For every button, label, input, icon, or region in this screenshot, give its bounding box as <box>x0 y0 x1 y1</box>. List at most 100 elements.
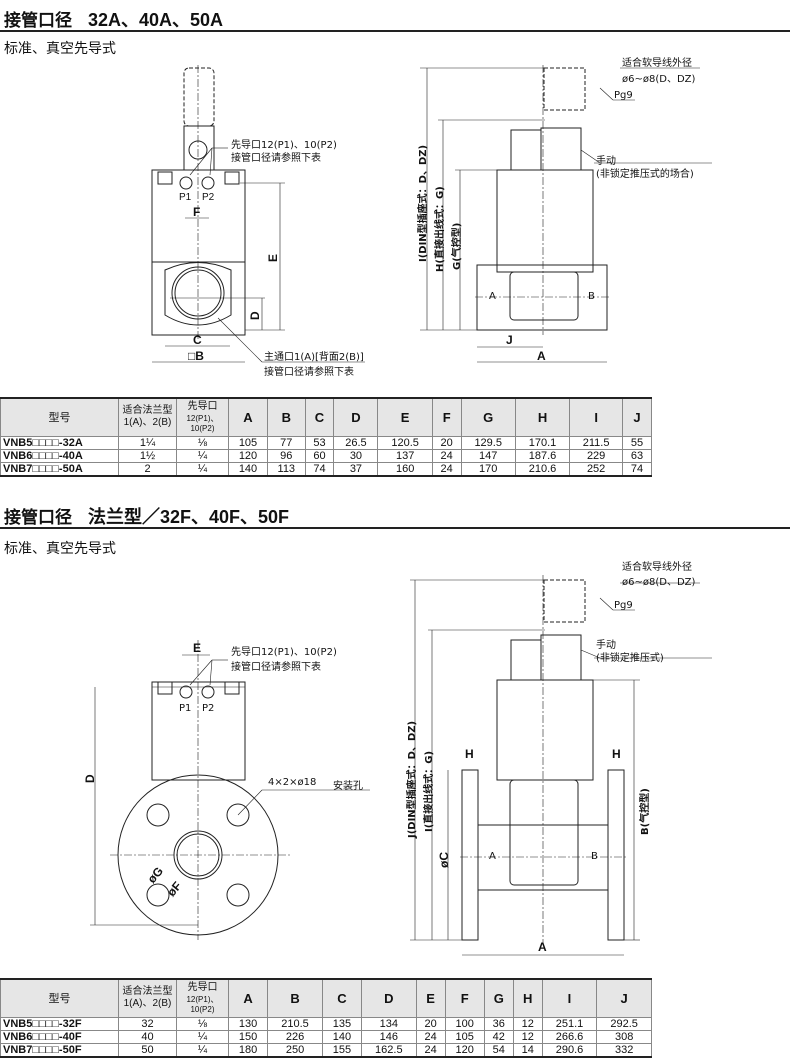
flange-cell: 1½ <box>118 448 177 463</box>
pilot-port-label: 先导口12(P1)、10(P2) <box>231 647 337 658</box>
manual-label: 手动 <box>596 640 616 651</box>
value-cell: 105 <box>228 435 268 450</box>
header-text: 1(A)、2(B) <box>123 417 172 429</box>
header-text: 先导口 <box>187 401 218 413</box>
value-cell: 210.5 <box>267 1016 323 1031</box>
value-cell: 211.5 <box>569 435 624 450</box>
dim-j: J <box>506 333 513 347</box>
divider <box>0 30 790 32</box>
dim-b: B(气控型) <box>640 788 651 835</box>
value-cell: 74 <box>304 461 335 476</box>
dim-h: H(直接出线式：G) <box>435 186 446 272</box>
value-cell: 53 <box>304 435 335 450</box>
title-text: 接管口径 <box>4 508 72 528</box>
col-i: I <box>569 397 624 437</box>
p1-label: P1 <box>179 703 192 714</box>
value-cell: 20 <box>431 435 462 450</box>
p1-label: P1 <box>179 192 192 203</box>
col-e: E <box>377 397 433 437</box>
value-cell: 137 <box>377 448 433 463</box>
value-cell: 63 <box>622 448 652 463</box>
dim-h-right: H <box>612 747 621 761</box>
value-cell: 155 <box>321 1042 363 1057</box>
value-cell: 226 <box>267 1029 323 1044</box>
value-cell: 120 <box>228 448 268 463</box>
model-cell: VNB7□□□□-50A <box>0 461 119 476</box>
title-text: 接管口径 <box>4 11 72 31</box>
col-i: I <box>541 978 598 1018</box>
pilot-cell: ¼ <box>176 1029 229 1044</box>
col-f: F <box>431 397 462 437</box>
col-g: G <box>483 978 514 1018</box>
value-cell: 113 <box>266 461 306 476</box>
dim-i: I(直接出线式：G) <box>424 750 435 832</box>
cable-range-label: ø6~ø8(D、DZ) <box>622 74 696 85</box>
header-text: 适合法兰型 <box>122 405 173 417</box>
pilot-port-label: 先导口12(P1)、10(P2) <box>231 140 337 151</box>
header-text: 先导口 <box>187 982 218 994</box>
section1-subtitle: 标准、真空先导式 <box>4 41 116 57</box>
value-cell: 14 <box>512 1042 543 1057</box>
drawing-side-flange <box>410 575 712 956</box>
manual-label: 手动 <box>596 156 616 167</box>
value-cell: 42 <box>483 1029 514 1044</box>
value-cell: 292.5 <box>596 1016 652 1031</box>
drawing-front-threaded <box>151 65 365 363</box>
value-cell: 120.5 <box>377 435 433 450</box>
divider <box>0 527 790 529</box>
section2-title: 接管口径法兰型／32F、40F、50F <box>4 503 289 529</box>
value-cell: 135 <box>321 1016 363 1031</box>
value-cell: 24 <box>415 1042 446 1057</box>
section2-subtitle: 标准、真空先导式 <box>4 541 116 557</box>
title-sizes: 法兰型／32F、40F、50F <box>88 507 290 527</box>
pilot-cell: ⅛ <box>176 1016 229 1031</box>
col-model: 型号 <box>0 978 119 1018</box>
value-cell: 252 <box>569 461 624 476</box>
cable-range-label: ø6~ø8(D、DZ) <box>622 577 696 588</box>
dim-d: D <box>83 774 97 783</box>
model-cell: VNB6□□□□-40A <box>0 448 119 463</box>
dim-c: øC <box>437 852 451 868</box>
col-a: A <box>228 397 268 437</box>
dim-b: □B <box>188 349 204 363</box>
value-cell: 74 <box>622 461 652 476</box>
value-cell: 332 <box>596 1042 652 1057</box>
value-cell: 170.1 <box>514 435 571 450</box>
col-j: J <box>596 978 652 1018</box>
dim-e: E <box>193 641 202 655</box>
value-cell: 187.6 <box>514 448 571 463</box>
col-f: F <box>444 978 485 1018</box>
pilot-cell: ¼ <box>176 1042 229 1057</box>
main-port-label: 主通口1(A)[背面2(B)] <box>264 352 364 363</box>
value-cell: 250 <box>267 1042 323 1057</box>
pilot-note-label: 接管口径请参照下表 <box>231 153 321 164</box>
header-text: 适合法兰型 <box>122 986 173 998</box>
dim-c: C <box>193 333 202 347</box>
pg-label: Pg9 <box>614 90 633 101</box>
value-cell: 134 <box>361 1016 417 1031</box>
dim-a: A <box>537 349 546 363</box>
pilot-cell: ⅛ <box>176 435 229 450</box>
header-text: 1(A)、2(B) <box>123 998 172 1010</box>
value-cell: 96 <box>266 448 306 463</box>
value-cell: 130 <box>227 1016 269 1031</box>
port-a-label: A <box>489 851 496 862</box>
value-cell: 12 <box>512 1016 543 1031</box>
value-cell: 24 <box>415 1029 446 1044</box>
drawing-side-threaded <box>420 65 712 363</box>
value-cell: 20 <box>415 1016 446 1031</box>
value-cell: 100 <box>444 1016 485 1031</box>
value-cell: 60 <box>304 448 335 463</box>
value-cell: 229 <box>569 448 624 463</box>
dim-e: E <box>266 253 280 262</box>
